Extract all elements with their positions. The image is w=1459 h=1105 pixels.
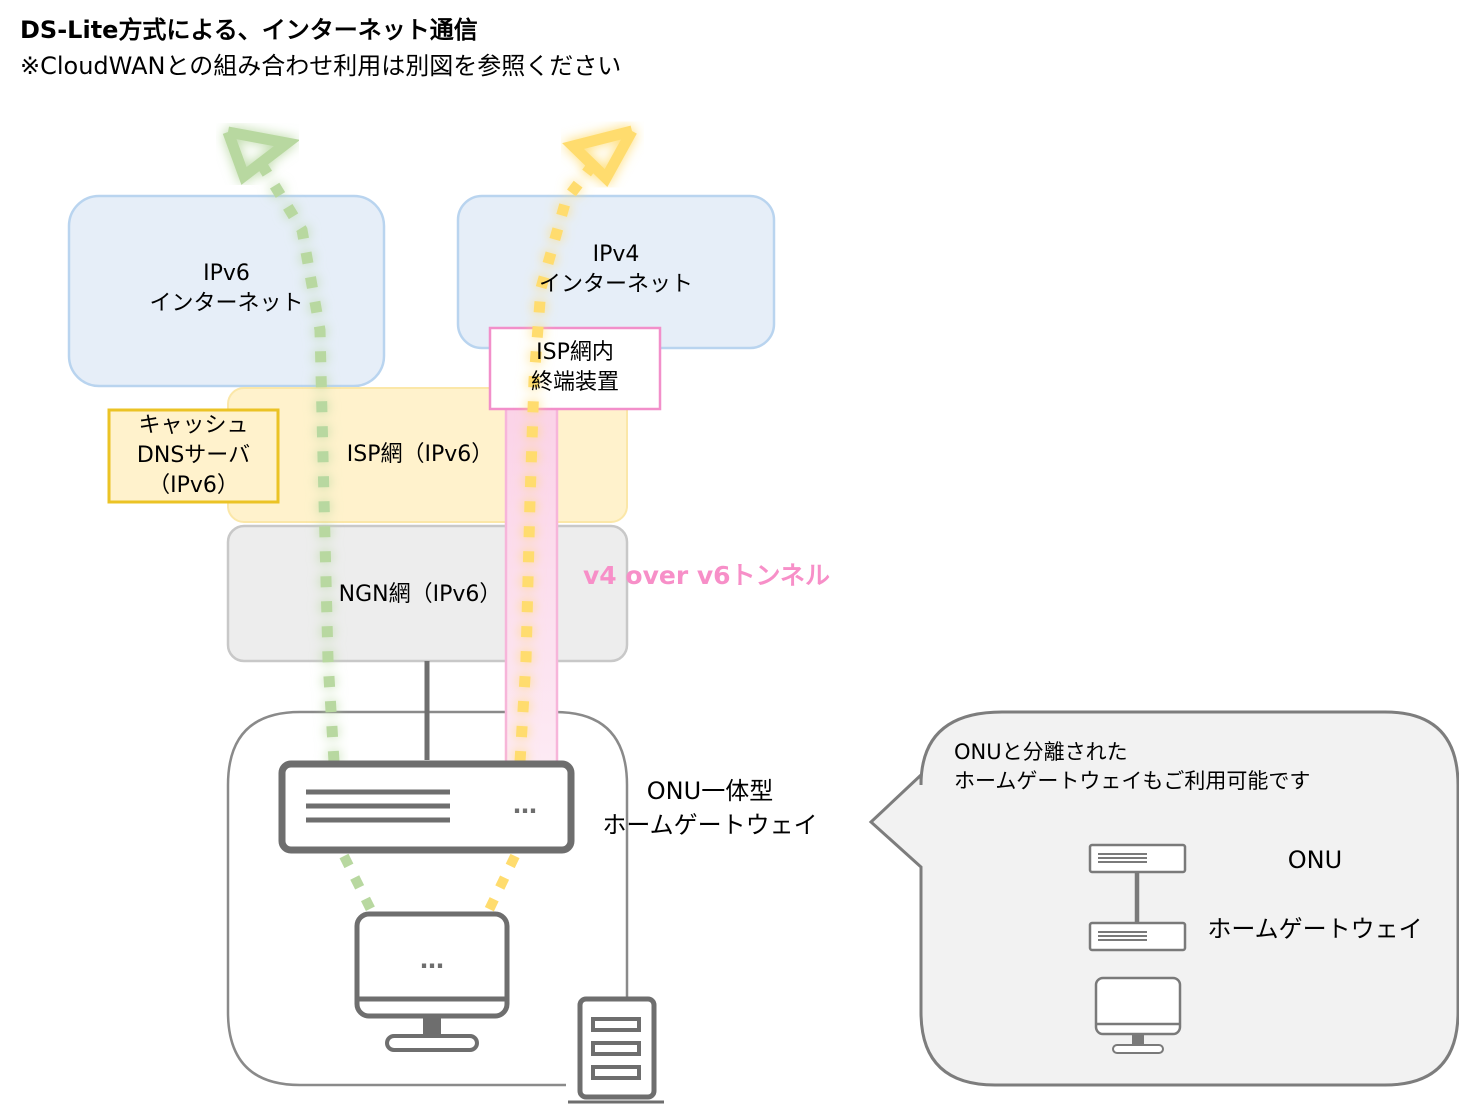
tunnel-label: v4 over v6トンネル — [583, 561, 831, 590]
onu-home-gateway-router — [278, 760, 575, 854]
lan-ipv6-link — [339, 853, 377, 915]
callout-bubble — [868, 710, 1459, 1087]
page-title: DS-Lite方式による、インターネット通信 — [20, 16, 478, 44]
callout-note-line1: ONUと分離された — [954, 740, 1128, 764]
pc-monitor-icon — [354, 911, 510, 1052]
ipv4-internet-label-line1: IPv4 — [592, 242, 640, 267]
ipv6-internet-label-line1: IPv6 — [203, 261, 250, 286]
onu-hgw-label-line1: ONU一体型 — [646, 777, 774, 805]
pc-screen-dots: … — [420, 946, 444, 974]
cache-dns-label-line3: （IPv6） — [148, 473, 239, 498]
isp-network-label: ISP網（IPv6） — [346, 442, 494, 467]
callout-hgw-label: ホームゲートウェイ — [1207, 915, 1423, 943]
page-subtitle: ※CloudWANとの組み合わせ利用は別図を参照ください — [20, 52, 622, 80]
ipv4-path-arrowhead — [562, 125, 637, 187]
ipv6-internet-box — [67, 194, 386, 388]
ipv4-path — [514, 154, 603, 763]
callout-onu-label: ONU — [1287, 846, 1343, 874]
isp-terminator-label-line1: ISP網内 — [536, 340, 614, 365]
lan-ipv4-link — [483, 853, 520, 915]
ngn-network-label: NGN網（IPv6） — [338, 582, 502, 607]
ipv6-internet-label: IPv6 インターネット — [69, 259, 384, 319]
callout-home-gateway-device — [1088, 921, 1187, 952]
callout-pc-icon — [1094, 976, 1182, 1054]
onu-hgw-label: ONU一体型 ホームゲートウェイ — [600, 774, 820, 842]
ipv6-internet-label-line2: インターネット — [149, 291, 304, 316]
callout-note: ONUと分離された ホームゲートウェイもご利用可能です — [954, 738, 1310, 796]
ipv6-path — [257, 162, 340, 763]
router-status-dots: … — [513, 791, 537, 819]
ipv6-path-arrowhead — [222, 126, 301, 185]
isp-terminator-label-line2: 終端装置 — [530, 370, 619, 395]
callout-onu-device — [1088, 843, 1187, 874]
cache-dns-label-line2: DNSサーバ — [136, 443, 251, 468]
server-icon — [568, 996, 664, 1104]
ipv4-internet-label-line2: インターネット — [538, 272, 693, 297]
cache-dns-label: キャッシュ DNSサーバ （IPv6） — [109, 411, 278, 501]
ipv4-internet-label: IPv4 インターネット — [458, 240, 774, 300]
onu-hgw-label-line2: ホームゲートウェイ — [602, 811, 818, 839]
cache-dns-label-line1: キャッシュ — [138, 413, 249, 438]
callout-note-line2: ホームゲートウェイもご利用可能です — [954, 769, 1311, 793]
cache-dns-server-box — [107, 408, 280, 504]
isp-terminator-box — [488, 326, 662, 411]
home-network-enclosure — [226, 710, 629, 1087]
isp-terminator-label: ISP網内 終端装置 — [490, 338, 660, 398]
